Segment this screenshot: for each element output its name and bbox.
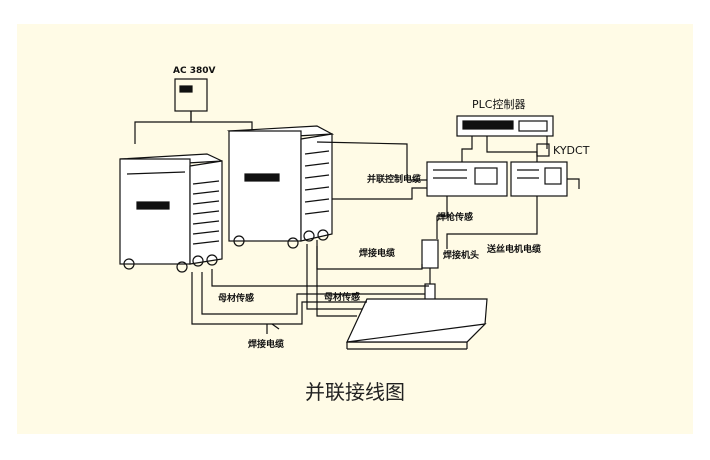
diagram-panel: AC 380V PLC控制器 KYDCT 并联控制电缆 焊枪传感 送丝电机电缆 … (17, 24, 693, 434)
diagram-caption: 并联接线图 (305, 380, 405, 404)
welding-cable-bottom-label: 焊接电缆 (248, 338, 284, 350)
base-sensor-left-label: 母材传感 (218, 292, 254, 304)
plc-label: PLC控制器 (472, 97, 525, 111)
welding-head-label: 焊接机头 (443, 249, 479, 261)
welding-cable-top-label: 焊接电缆 (359, 247, 395, 259)
wiring-diagram: AC 380V PLC控制器 KYDCT 并联控制电缆 焊枪传感 送丝电机电缆 … (119, 66, 590, 350)
parallel-control-cable-label: 并联控制电缆 (367, 173, 421, 185)
wire-feed-motor-cable-label: 送丝电机电缆 (486, 243, 541, 255)
control-box-right (510, 161, 568, 197)
ac-power-box (174, 78, 208, 112)
ac-power-label: AC 380V (173, 66, 215, 76)
welding-sensor-label: 焊枪传感 (437, 211, 473, 223)
ac-power-switch (179, 85, 193, 93)
kydct-label: KYDCT (553, 144, 590, 157)
kydct-box (536, 143, 550, 157)
power-line-right (190, 111, 253, 132)
power-source-left (119, 153, 223, 273)
control-box-left (426, 161, 508, 197)
power-line-left (134, 111, 192, 144)
base-sensor-right-label: 母材传感 (324, 291, 360, 303)
welding-head (421, 239, 439, 309)
power-source-right (226, 125, 335, 249)
